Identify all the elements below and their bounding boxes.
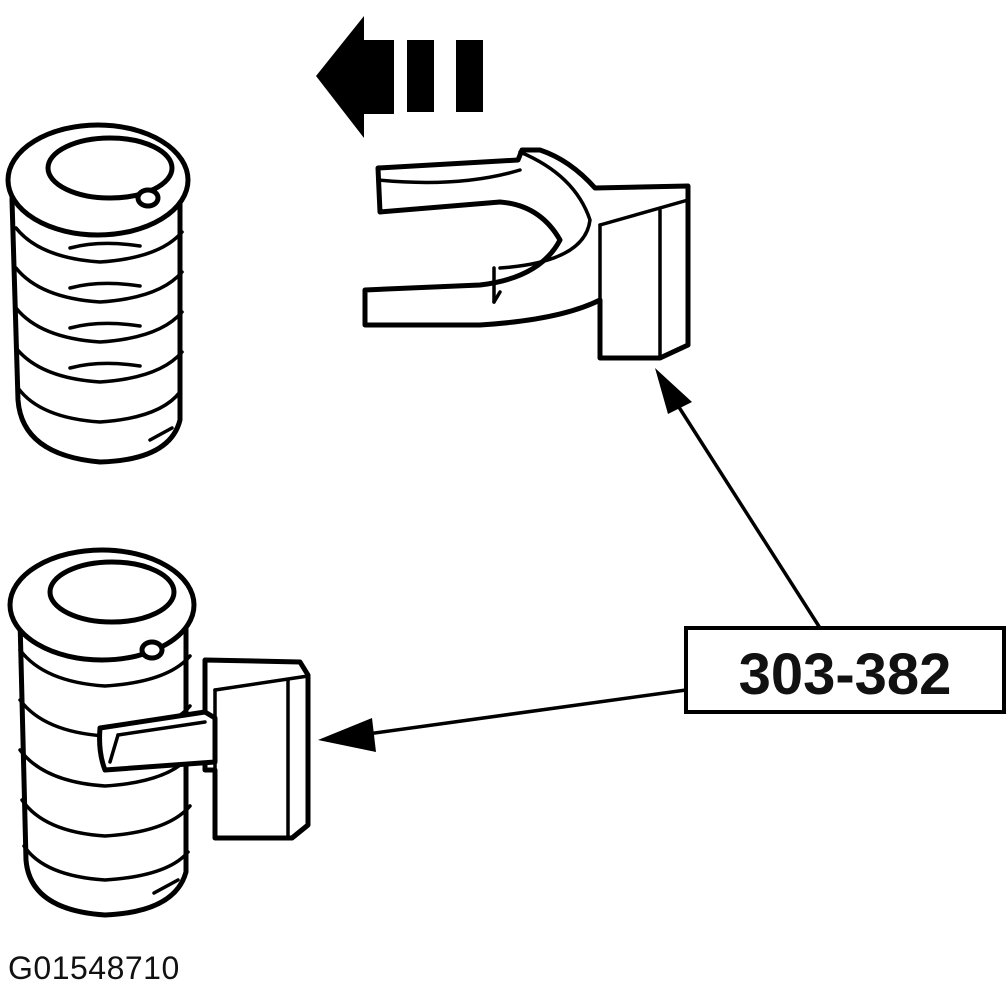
leader-arrow-upper — [655, 368, 822, 629]
tool-label: 303-382 — [739, 642, 952, 707]
direction-arrow — [316, 16, 483, 138]
lower-spring-with-tool — [7, 547, 311, 918]
installation-diagram: 303-382 — [5, 16, 1006, 918]
tool-label-box: 303-382 — [684, 626, 1006, 714]
spring-compressor-tool — [362, 147, 691, 361]
figure-id: G01548710 — [8, 950, 180, 986]
upper-spring — [5, 122, 191, 465]
leader-arrow-lower — [318, 688, 687, 752]
